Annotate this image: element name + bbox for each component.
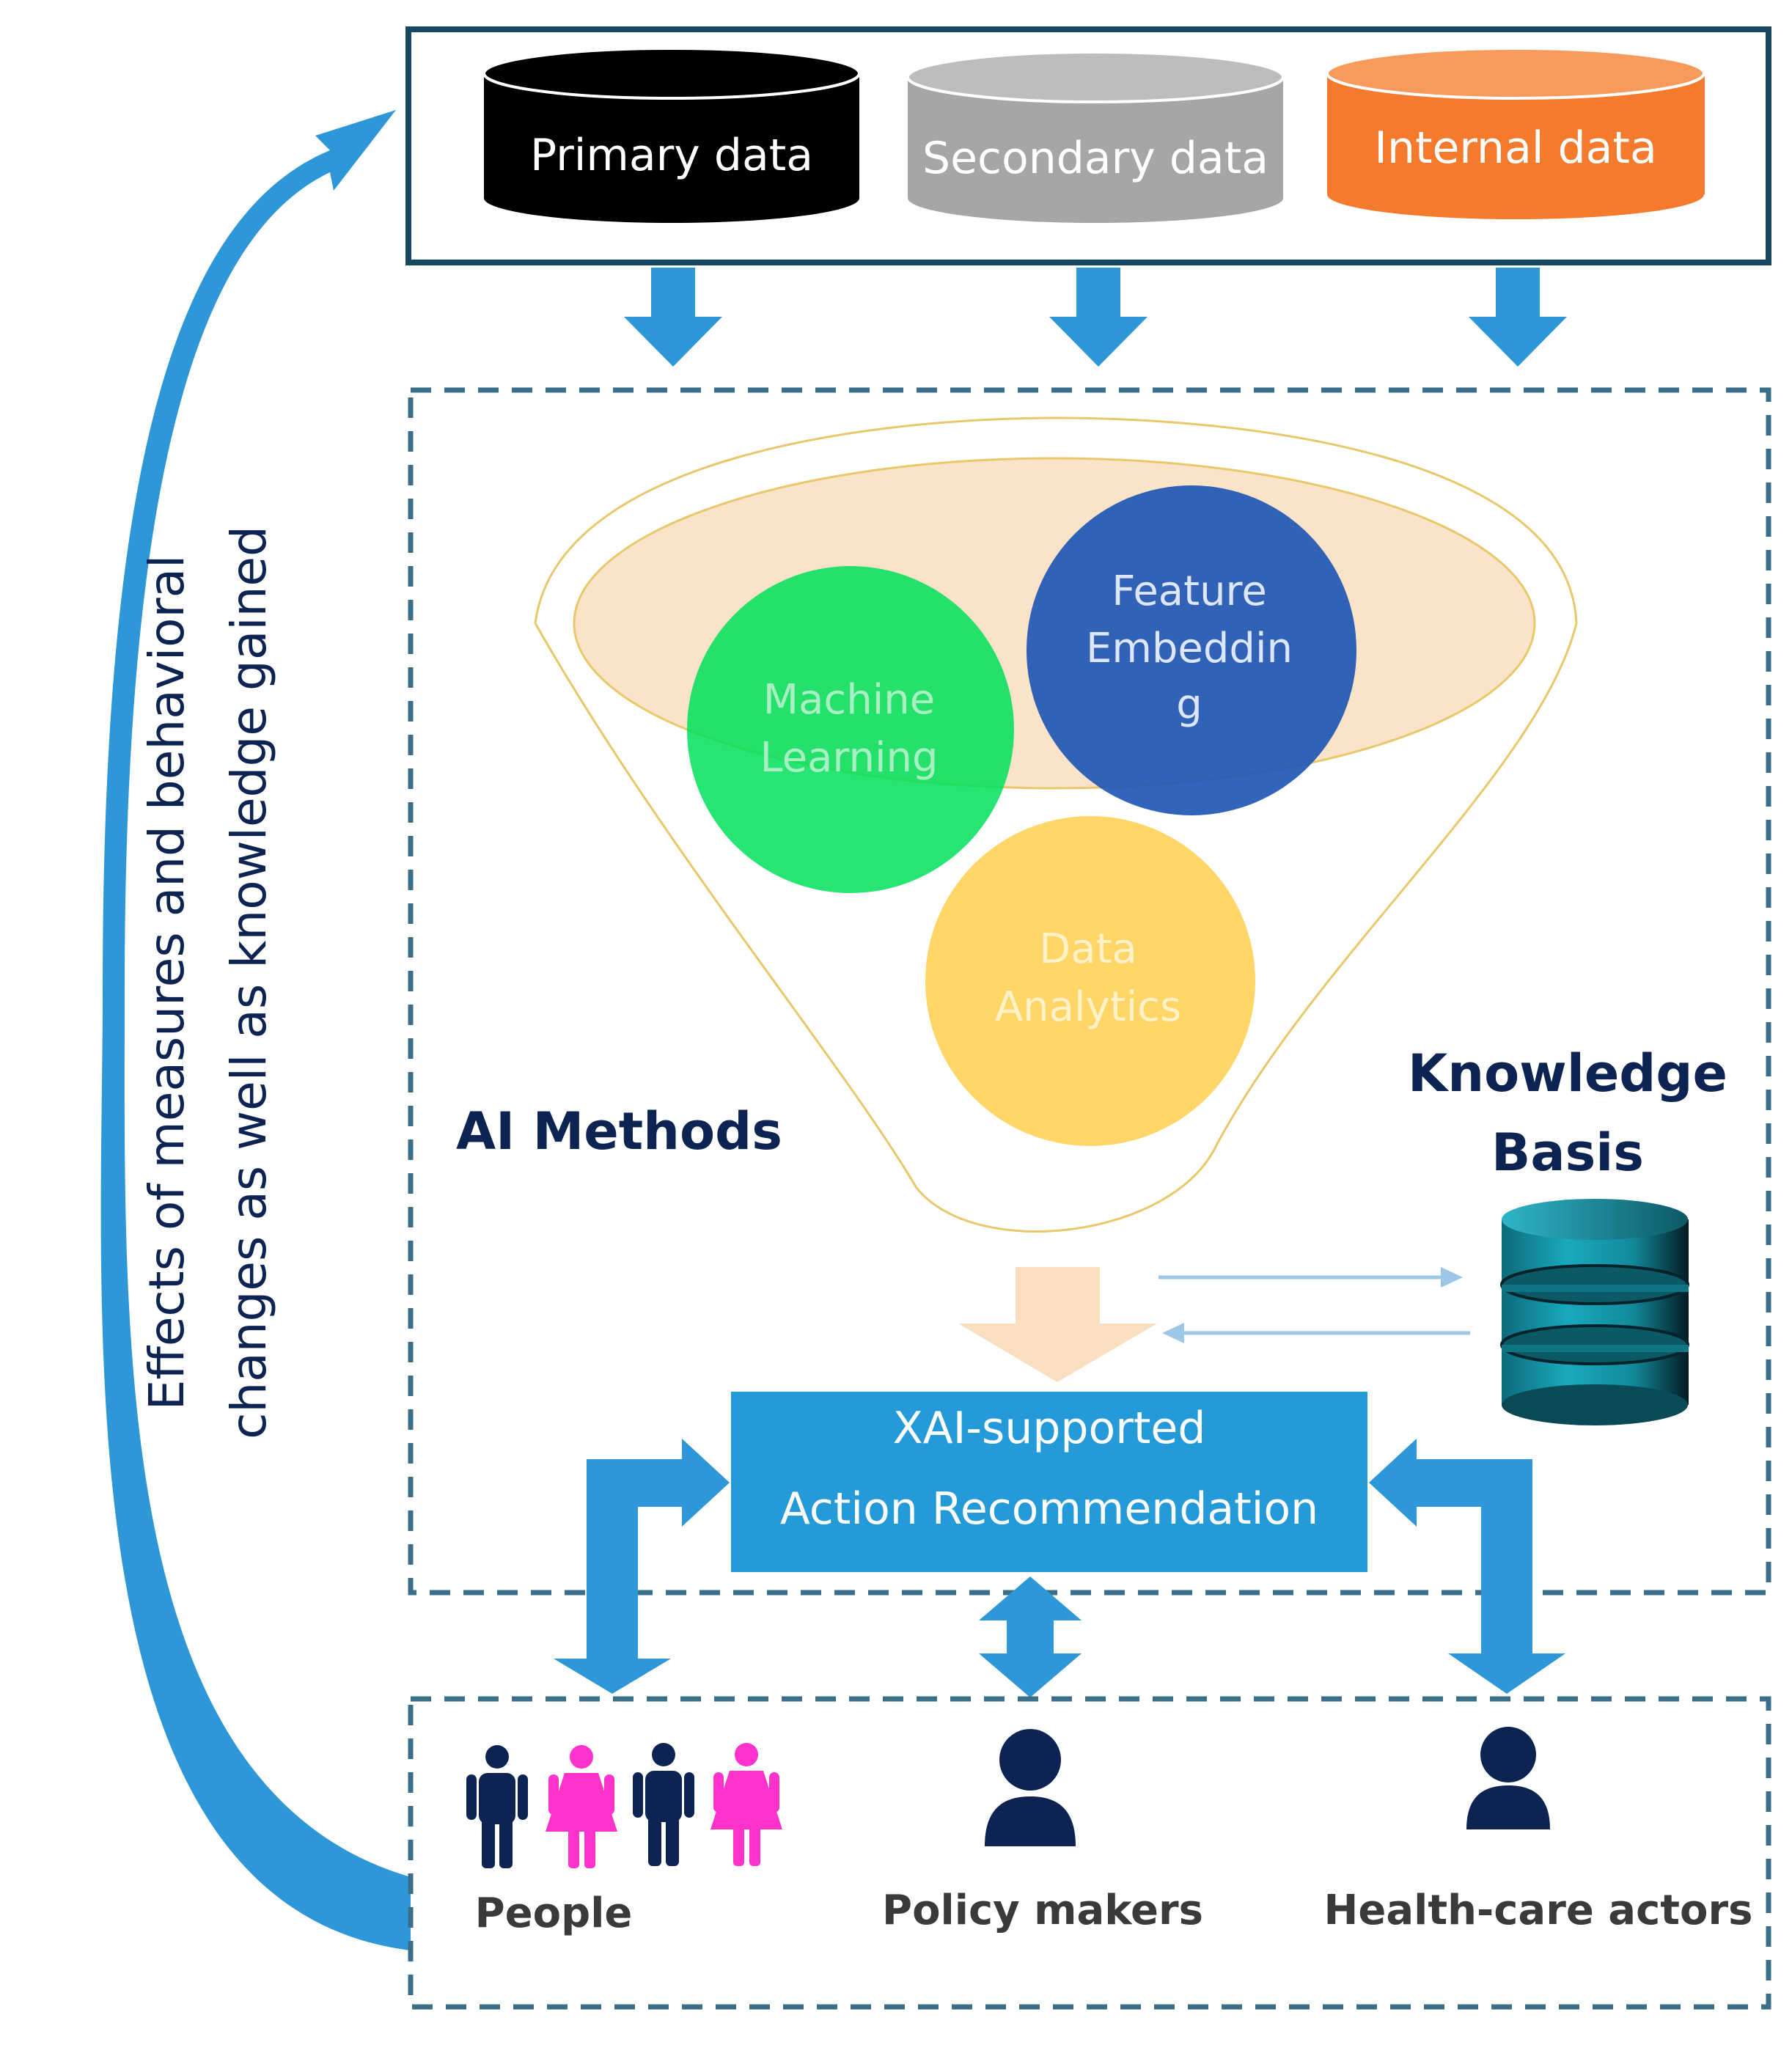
feature-embedding-circle — [1027, 485, 1356, 815]
data-analytics-circle — [925, 816, 1255, 1146]
knowledge-exchange-arrows — [1158, 1267, 1470, 1343]
down-arrow-secondary — [1049, 268, 1147, 367]
xai-box — [731, 1392, 1367, 1572]
secondary-data-cylinder: Secondary data — [906, 51, 1285, 223]
policy-maker-user-icon — [985, 1729, 1076, 1846]
data-analytics-label-1: Data — [1039, 925, 1137, 973]
machine-learning-circle — [687, 566, 1014, 893]
secondary-data-label: Secondary data — [922, 133, 1268, 184]
policy-makers-arrow — [979, 1576, 1082, 1697]
source-arrows — [624, 268, 1567, 367]
down-arrow-internal — [1469, 268, 1567, 367]
people-arrow — [554, 1439, 730, 1694]
xai-label-2: Action Recommendation — [780, 1483, 1318, 1535]
feature-embedding-label-2: Embeddin — [1086, 625, 1293, 672]
down-arrow-primary — [624, 268, 722, 367]
machine-learning-label-1: Machine — [763, 676, 935, 724]
health-care-actors-label: Health-care actors — [1324, 1887, 1753, 1934]
policy-makers-label: Policy makers — [882, 1887, 1203, 1934]
ai-methods-label: AI Methods — [456, 1101, 782, 1161]
machine-learning-label-2: Learning — [760, 734, 938, 782]
health-care-actor-user-icon — [1466, 1727, 1550, 1829]
knowledge-basis-label-2: Basis — [1491, 1123, 1644, 1183]
health-care-actors-arrow — [1369, 1439, 1565, 1694]
internal-data-label: Internal data — [1374, 122, 1656, 174]
knowledge-basis-label-1: Knowledge — [1408, 1043, 1727, 1104]
data-sources-frame — [405, 26, 1771, 265]
xai-label-1: XAI-supported — [893, 1403, 1206, 1454]
funnel-output-arrow — [958, 1267, 1157, 1382]
person-female-icon-2 — [710, 1743, 782, 1866]
feature-embedding-label-1: Feature — [1112, 568, 1267, 615]
internal-data-cylinder: Internal data — [1326, 47, 1705, 219]
person-male-icon-1 — [466, 1745, 528, 1868]
primary-data-cylinder: Primary data — [482, 47, 861, 223]
feedback-label-line2: changes as well as knowledge gained — [221, 526, 277, 1439]
feedback-label-line1: Effects of measures and behavioral — [139, 555, 195, 1411]
knowledge-database-icon — [1500, 1199, 1689, 1425]
feature-embedding-label-3: g — [1176, 681, 1202, 729]
primary-data-label: Primary data — [530, 130, 813, 181]
data-analytics-label-2: Analytics — [995, 983, 1181, 1031]
person-female-icon-1 — [546, 1745, 617, 1868]
person-male-icon-2 — [633, 1743, 694, 1866]
stakeholders-frame — [408, 1696, 1771, 2010]
ai-methods-frame — [408, 387, 1771, 1596]
people-label: People — [475, 1890, 633, 1937]
